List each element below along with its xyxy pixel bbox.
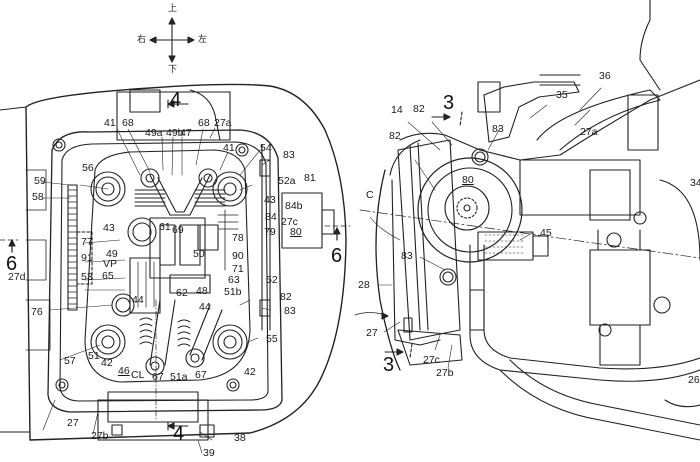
compass-down-label: 下 — [168, 65, 178, 75]
ref-label: 69 — [172, 224, 184, 236]
ref-label: 83 — [401, 250, 413, 262]
ref-label: 42 — [244, 366, 256, 378]
ref-label: 81 — [304, 172, 316, 184]
ref-label: CL — [131, 369, 145, 381]
ref-label: 34 — [690, 177, 700, 189]
ref-label: 26 — [688, 374, 700, 386]
ref-label: 48 — [196, 285, 208, 297]
ref-label: C — [366, 189, 374, 201]
ref-label: 47 — [180, 127, 192, 139]
ref-label: 27a — [580, 126, 598, 138]
ref-label: 27b — [91, 430, 109, 442]
ref-label: 43 — [103, 222, 115, 234]
ref-label: 51b — [224, 286, 242, 298]
ref-label: 83 — [283, 149, 295, 161]
ref-label: 67 — [195, 369, 207, 381]
ref-label: 51 — [88, 350, 100, 362]
compass-up-label: 上 — [168, 4, 178, 14]
ref-label: 36 — [599, 70, 611, 82]
ref-label: 68 — [198, 117, 210, 129]
compass-left-label: 左 — [198, 35, 208, 45]
ref-label: 90 — [232, 250, 244, 262]
ref-label: 45 — [540, 227, 552, 239]
ref-label: 46 — [118, 365, 130, 377]
ref-label: 82 — [389, 130, 401, 142]
ref-label: 82 — [280, 291, 292, 303]
ref-label: VP — [103, 258, 118, 270]
orientation-compass — [149, 17, 195, 63]
ref-label: 50 — [193, 248, 205, 260]
ref-label: 58 — [32, 191, 44, 203]
ref-label: 78 — [232, 232, 244, 244]
ref-label: 27 — [366, 327, 378, 339]
ref-label: 54 — [260, 142, 272, 154]
ref-label: 91 — [81, 252, 93, 264]
ref-label: 27c — [423, 354, 440, 366]
ref-label: 52 — [266, 274, 278, 286]
ref-label: 43 — [264, 194, 276, 206]
ref-label: 55 — [266, 333, 278, 345]
ref-label: 77 — [81, 236, 93, 248]
ref-label: 27d — [8, 271, 26, 283]
ref-label: 53 — [81, 271, 93, 283]
section-mark-3-top: 3 — [443, 92, 455, 114]
ref-label: 38 — [234, 432, 246, 444]
ref-label: 84b — [285, 200, 303, 212]
ref-label: 41 — [223, 142, 235, 154]
ref-label: 80 — [290, 226, 302, 238]
section-mark-6-right: 6 — [331, 245, 343, 267]
section-mark-6-left: 6 — [6, 253, 18, 275]
ref-label: 61 — [159, 221, 171, 233]
ref-label: 51a — [170, 371, 188, 383]
ref-label: 62 — [176, 287, 188, 299]
ref-label: 79 — [264, 226, 276, 238]
ref-label: 82 — [413, 103, 425, 115]
ref-label: 59 — [34, 175, 46, 187]
ref-label: 27c — [281, 216, 298, 228]
ref-label: 80 — [462, 174, 474, 186]
ref-label: 28 — [358, 279, 370, 291]
ref-label: 44 — [132, 294, 144, 306]
ref-label: 41 — [104, 117, 116, 129]
ref-label: 68 — [122, 117, 134, 129]
right-view-engine — [354, 0, 700, 441]
ref-label: 63 — [228, 274, 240, 286]
ref-label: 83 — [492, 123, 504, 135]
ref-label: 56 — [82, 162, 94, 174]
ref-label: 14 — [391, 104, 403, 116]
ref-label: 57 — [64, 355, 76, 367]
ref-label: 49b — [166, 127, 184, 139]
ref-label: 52a — [278, 175, 296, 187]
ref-label: 71 — [232, 263, 244, 275]
section-mark-4-bottom: 4 — [173, 423, 185, 445]
section-mark-3-bottom: 3 — [383, 354, 395, 376]
ref-label: 76 — [31, 306, 43, 318]
ref-label: 44 — [199, 301, 211, 313]
section-mark-4-top: 4 — [170, 89, 182, 111]
ref-label: 27b — [436, 367, 454, 379]
ref-label: 83 — [284, 305, 296, 317]
ref-label: 84 — [265, 211, 277, 223]
ref-label: 67 — [152, 371, 164, 383]
left-view-cylinder-head — [0, 83, 351, 454]
compass-right-label: 右 — [137, 35, 147, 45]
ref-label: 49a — [145, 127, 163, 139]
ref-label: 42 — [101, 357, 113, 369]
ref-label: 27a — [214, 117, 232, 129]
ref-label: 65 — [102, 270, 114, 282]
ref-label: 39 — [203, 447, 215, 459]
ref-label: 49 — [106, 248, 118, 260]
ref-label: 35 — [556, 89, 568, 101]
ref-label: 27 — [67, 417, 79, 429]
